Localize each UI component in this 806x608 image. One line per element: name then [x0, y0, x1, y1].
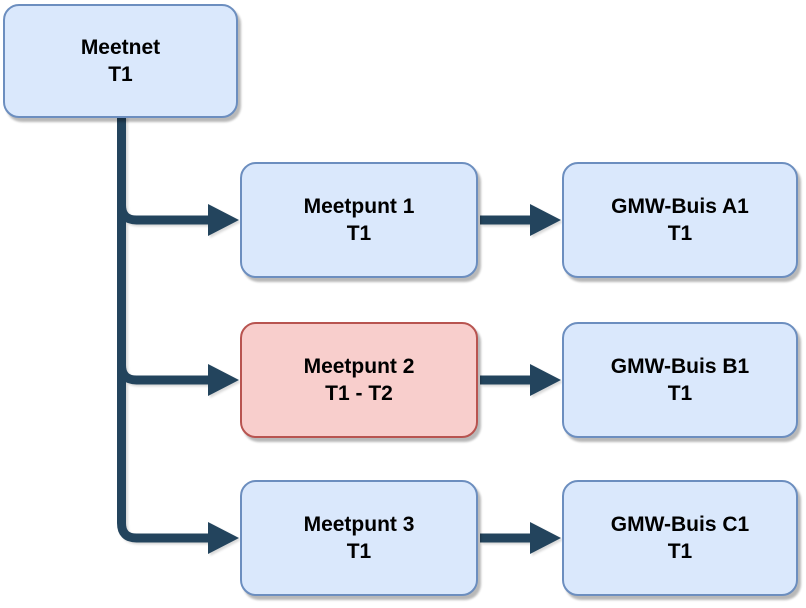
node-title: GMW-Buis C1 [610, 513, 750, 536]
node-subtitle: T1 - T2 [325, 382, 393, 405]
node-title: Meetnet [80, 36, 161, 59]
node-title: Meetpunt 1 [303, 195, 415, 218]
node-subtitle: T1 [667, 222, 693, 245]
node-meetpunt-3[interactable]: Meetpunt 3 T1 [240, 480, 478, 596]
node-meetpunt-1[interactable]: Meetpunt 1 T1 [240, 162, 478, 278]
node-title: GMW-Buis B1 [610, 355, 750, 378]
arrowhead-gmwbuis-b1 [530, 364, 561, 396]
node-subtitle: T1 [108, 63, 133, 86]
connector-meetnet-meetpunt-3 [117, 116, 210, 543]
arrowhead-meetpunt-1 [208, 204, 239, 236]
arrowhead-gmwbuis-a1 [530, 204, 561, 236]
node-title: Meetpunt 2 [303, 355, 415, 378]
node-subtitle: T1 [667, 382, 693, 405]
arrowhead-meetpunt-3 [208, 522, 239, 554]
node-title: GMW-Buis A1 [611, 195, 749, 218]
node-gmwbuis-c1[interactable]: GMW-Buis C1 T1 [562, 480, 798, 596]
node-gmwbuis-b1[interactable]: GMW-Buis B1 T1 [562, 322, 798, 438]
arrowhead-gmwbuis-c1 [530, 522, 561, 554]
node-subtitle: T1 [346, 540, 372, 563]
node-title: Meetpunt 3 [303, 513, 415, 536]
node-gmwbuis-a1[interactable]: GMW-Buis A1 T1 [562, 162, 798, 278]
connector-meetnet-meetpunt-1 [117, 204, 210, 225]
arrowhead-meetpunt-2 [208, 364, 239, 396]
connector-meetnet-meetpunt-2 [117, 364, 210, 385]
node-meetnet[interactable]: Meetnet T1 [3, 4, 238, 118]
node-subtitle: T1 [346, 222, 372, 245]
node-meetpunt-2[interactable]: Meetpunt 2 T1 - T2 [240, 322, 478, 438]
node-subtitle: T1 [667, 540, 693, 563]
